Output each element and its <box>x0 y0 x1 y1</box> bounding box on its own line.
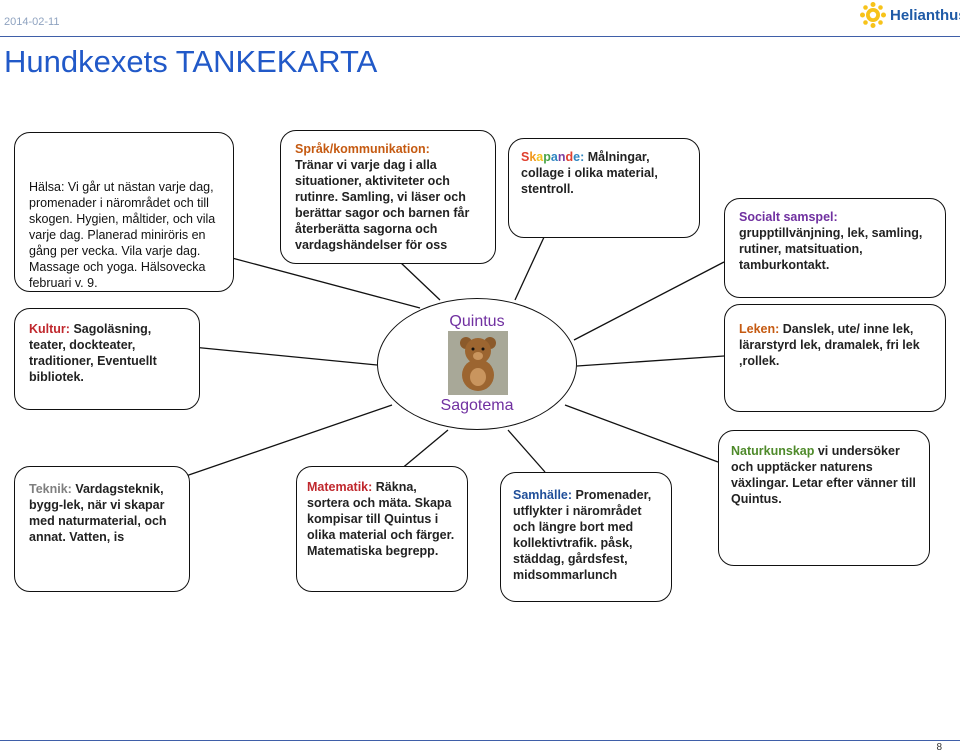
leken-label: Leken: <box>739 322 779 336</box>
center-sagotema-label: Sagotema <box>378 397 576 415</box>
sprak-label: Språk/kommunikation: <box>295 142 430 156</box>
socialt-label: Socialt samspel: <box>739 210 838 224</box>
samhalle-label: Samhälle: <box>513 488 572 502</box>
box-halsa: Hälsa: Vi går ut nästan varje dag, prome… <box>14 132 234 292</box>
skapande-colon: : <box>580 150 584 164</box>
box-sprak: Språk/kommunikation: Tränar vi varje dag… <box>280 130 496 264</box>
center-node: Quintus Sagotema <box>377 298 577 430</box>
box-leken: Leken: Danslek, ute/ inne lek, lärarstyr… <box>724 304 946 412</box>
skapande-letter: a <box>551 150 558 164</box>
center-quintus-label: Quintus <box>378 313 576 331</box>
box-skapande: Skapande: Målningar, collage i olika mat… <box>508 138 700 238</box>
skapande-letter: p <box>543 150 551 164</box>
box-naturkunskap: Naturkunskap vi undersöker och upptäcker… <box>718 430 930 566</box>
teddy-bear-icon <box>448 331 508 395</box>
skapande-label: Skapande: <box>521 150 588 164</box>
box-samhalle: Samhälle: Promenader, utflykter i näromr… <box>500 472 672 602</box>
samhalle-text: Promenader, utflykter i närområdet och l… <box>513 488 651 582</box>
halsa-text: Hälsa: Vi går ut nästan varje dag, prome… <box>29 180 215 290</box>
box-kultur: Kultur: Sagoläsning, teater, dockteater,… <box>14 308 200 410</box>
matematik-label: Matematik: <box>307 480 372 494</box>
page-number: 8 <box>936 742 942 753</box>
skapande-letter: d <box>565 150 573 164</box>
box-matematik: Matematik: Räkna, sortera och mäta. Skap… <box>296 466 468 592</box>
teddy-bear-photo <box>448 331 508 395</box>
box-socialt: Socialt samspel: grupptillvänjning, lek,… <box>724 198 946 298</box>
teknik-label: Teknik: <box>29 482 72 496</box>
footer-divider <box>0 740 960 741</box>
naturkunskap-label: Naturkunskap <box>731 444 814 458</box>
sprak-text: Tränar vi varje dag i alla situationer, … <box>295 158 469 252</box>
kultur-label: Kultur: <box>29 322 70 336</box>
socialt-text: grupptillvänjning, lek, samling, rutiner… <box>739 226 922 272</box>
box-teknik: Teknik: Vardagsteknik, bygg-lek, när vi … <box>14 466 190 592</box>
